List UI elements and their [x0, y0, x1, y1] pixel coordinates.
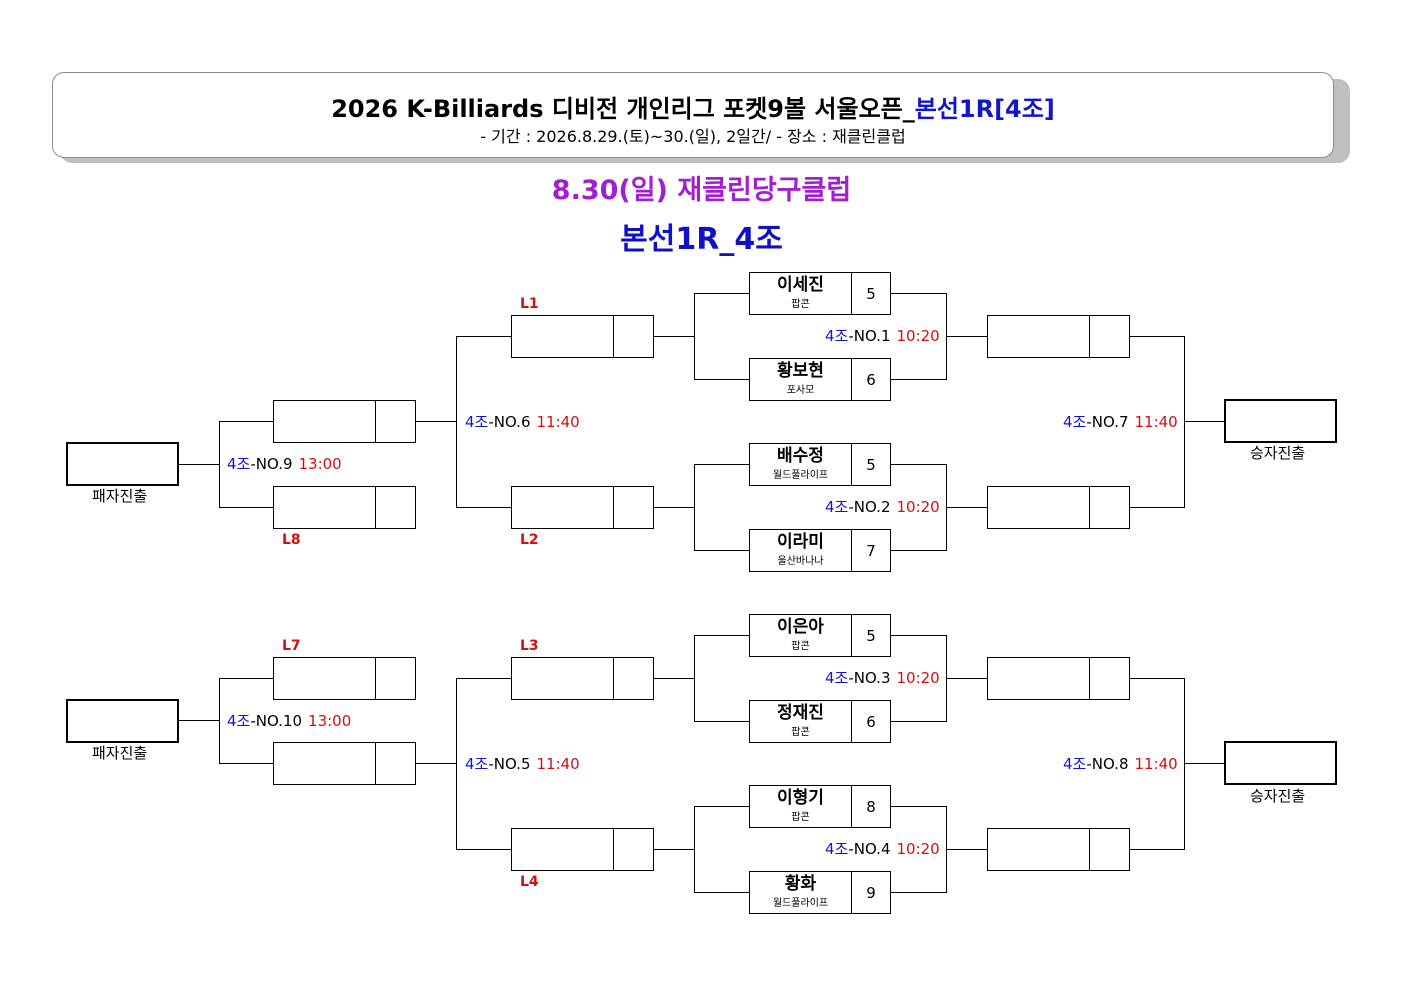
- player-name: 이라미: [777, 532, 824, 552]
- round-heading: 본선1R_4조: [620, 222, 783, 257]
- loser-advance-label-2: 패자진출: [92, 744, 148, 762]
- player-club: 팝콘: [791, 641, 810, 652]
- winner-advance-box-2: [1224, 741, 1337, 785]
- player-slot-no1-top: 이세진 팝콘 5: [749, 272, 891, 315]
- loser-advance-box-1: [66, 442, 179, 486]
- player-club: 팝콘: [791, 812, 810, 823]
- player-name: 황보현: [777, 361, 824, 381]
- loser-slot-l2: [511, 486, 654, 529]
- winner-slot-bottom: [987, 486, 1130, 529]
- player-name: 황화: [784, 874, 817, 894]
- player-slot-no4-bottom: 황화 월드풀라이프 9: [749, 871, 891, 914]
- page-subtitle: - 기간 : 2026.8.29.(토)~30.(일), 2일간/ - 장소 :…: [480, 127, 906, 146]
- player-club: 월드풀라이프: [772, 898, 829, 909]
- player-name: 이은아: [777, 617, 824, 637]
- loser-code-l7: L7: [282, 638, 301, 654]
- page-title: 2026 K-Billiards 디비전 개인리그 포켓9볼 서울오픈_본선1R…: [53, 89, 1333, 124]
- winner-advance-label-1: 승자진출: [1250, 444, 1306, 462]
- title-main: 2026 K-Billiards 디비전 개인리그 포켓9볼 서울오픈_: [331, 95, 915, 123]
- loser-slot-l1: [511, 315, 654, 358]
- player-name: 배수정: [777, 446, 824, 466]
- player-score: 6: [866, 370, 876, 389]
- loser-advance-label-1: 패자진출: [92, 487, 148, 505]
- player-score: 7: [866, 541, 876, 560]
- loser-slot-l4: [511, 828, 654, 871]
- player-score: 6: [866, 712, 876, 731]
- loser-final-slot-top: [273, 400, 416, 443]
- loser-code-l3: L3: [520, 638, 539, 654]
- loser-code-l4: L4: [520, 874, 539, 890]
- player-score: 8: [866, 797, 876, 816]
- player-club: 울산바나나: [777, 556, 824, 567]
- date-venue-line: 8.30(일) 재클린당구클럽: [551, 175, 852, 206]
- loser-code-l8: L8: [282, 532, 301, 548]
- player-slot-no2-top: 배수정 월드풀라이프 5: [749, 443, 891, 486]
- title-accent: 본선1R[4조]: [914, 95, 1055, 123]
- winner-slot-bottom-2: [987, 828, 1130, 871]
- player-club: 월드풀라이프: [772, 470, 829, 481]
- player-slot-no2-bottom: 이라미 울산바나나 7: [749, 529, 891, 572]
- player-slot-no3-bottom: 정재진 팝콘 6: [749, 700, 891, 743]
- winner-advance-box-1: [1224, 399, 1337, 443]
- player-score: 5: [866, 284, 876, 303]
- header-panel: 2026 K-Billiards 디비전 개인리그 포켓9볼 서울오픈_본선1R…: [52, 72, 1334, 158]
- loser-final-slot-l7: [273, 657, 416, 700]
- winner-slot-top-2: [987, 657, 1130, 700]
- player-score: 5: [866, 455, 876, 474]
- player-slot-no4-top: 이형기 팝콘 8: [749, 785, 891, 828]
- loser-final-slot-l8: [273, 486, 416, 529]
- player-club: 포사모: [786, 385, 815, 396]
- loser-slot-l3: [511, 657, 654, 700]
- winner-advance-label-2: 승자진출: [1250, 787, 1306, 805]
- player-score: 9: [866, 883, 876, 902]
- player-name: 이형기: [777, 788, 824, 808]
- loser-final-slot-bottom: [273, 742, 416, 785]
- loser-code-l2: L2: [520, 532, 539, 548]
- player-name: 이세진: [777, 275, 824, 295]
- loser-advance-box-2: [66, 699, 179, 743]
- player-club: 팝콘: [791, 299, 810, 310]
- loser-code-l1: L1: [520, 296, 539, 312]
- player-slot-no1-bottom: 황보현 포사모 6: [749, 358, 891, 401]
- player-name: 정재진: [777, 703, 824, 723]
- winner-slot-top: [987, 315, 1130, 358]
- player-slot-no3-top: 이은아 팝콘 5: [749, 614, 891, 657]
- player-score: 5: [866, 626, 876, 645]
- player-club: 팝콘: [791, 727, 810, 738]
